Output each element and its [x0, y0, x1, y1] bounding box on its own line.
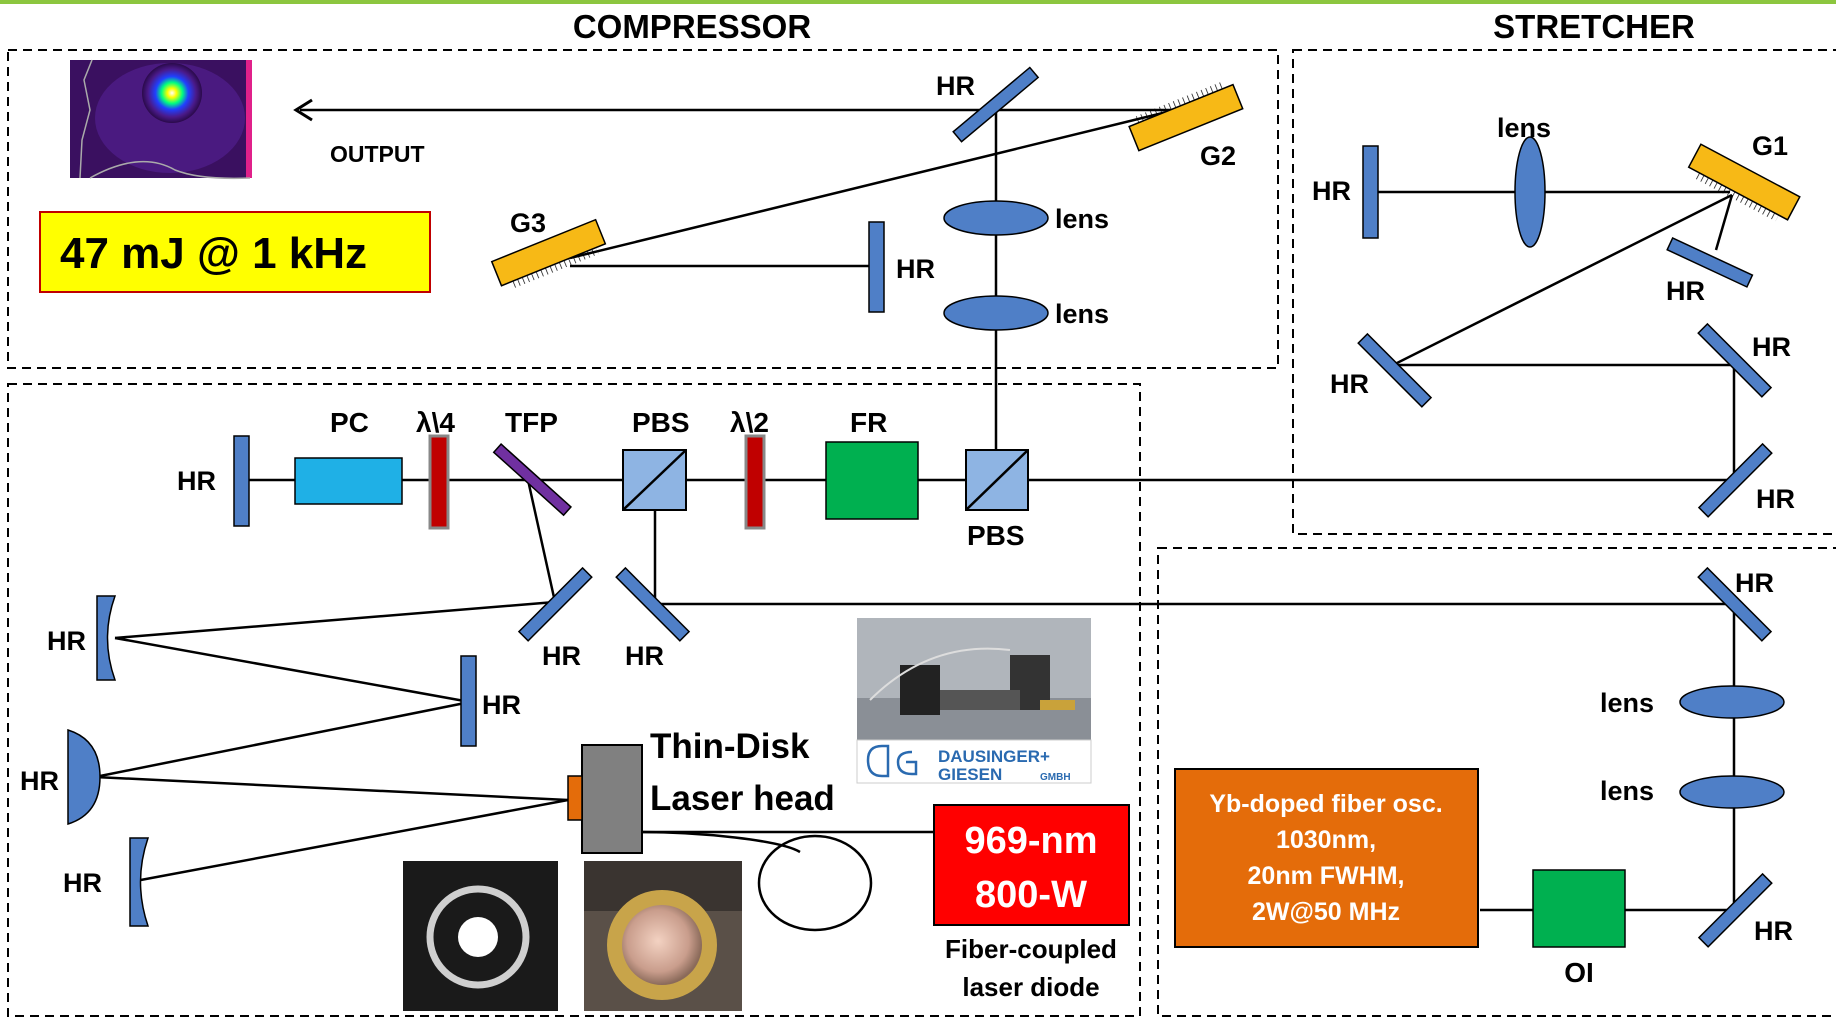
disk-pump-spot-photo — [403, 861, 558, 1011]
hr-label-compressor-mid: HR — [896, 254, 935, 284]
lens-osc-1 — [1680, 686, 1784, 718]
hr-label-fold-right: HR — [625, 641, 664, 671]
hr-curved-mirror-3 — [130, 838, 148, 926]
faraday-rotator — [826, 442, 918, 519]
energy-label: 47 mJ @ 1 kHz — [60, 229, 367, 278]
hr-label-osc-top: HR — [1735, 568, 1774, 598]
output-label: OUTPUT — [330, 141, 425, 167]
g3-label: G3 — [510, 208, 546, 238]
tfp-label: TFP — [505, 407, 558, 438]
diode-caption-2: laser diode — [962, 972, 1099, 1002]
hr-mirror-stretcher-left — [1363, 146, 1378, 238]
hr-label-curved-1: HR — [47, 626, 86, 656]
hr-mirror-fold-mid — [461, 656, 476, 746]
thin-disk-crystal — [568, 776, 582, 820]
hr-label-fold-mid: HR — [482, 690, 521, 720]
thin-disk-label-2: Laser head — [650, 779, 835, 818]
beam-profile-image — [70, 60, 252, 178]
pc-label: PC — [330, 407, 369, 438]
disk-mount-photo — [584, 861, 742, 1011]
hr-mirror-compressor-mid — [869, 222, 884, 312]
logo-line-2: GIESEN — [938, 765, 1002, 784]
fiber-coil — [759, 836, 871, 930]
g1-label: G1 — [1752, 131, 1788, 161]
pbs-cube-2 — [966, 450, 1028, 510]
hr-label-curved-3: HR — [63, 868, 102, 898]
hr-label-curved-2: HR — [20, 766, 59, 796]
hr-label-stretcher-right-bottom: HR — [1756, 484, 1795, 514]
hr-label-stretcher-right-top: HR — [1752, 332, 1791, 362]
pbs-label-2: PBS — [967, 520, 1025, 551]
hr-label-fold-left: HR — [542, 641, 581, 671]
lens-label-stretcher: lens — [1497, 113, 1551, 143]
diode-line-1: 969-nm — [964, 820, 1097, 862]
diode-caption-1: Fiber-coupled — [945, 934, 1117, 964]
oscillator-line-2: 1030nm, — [1276, 826, 1376, 854]
lens-label-compressor-1: lens — [1055, 204, 1109, 234]
lens-compressor-2 — [944, 296, 1048, 330]
quarter-waveplate — [430, 436, 448, 528]
optical-isolator — [1533, 870, 1625, 947]
hr-label-stretcher-lower-left: HR — [1330, 369, 1369, 399]
thin-disk-label-1: Thin-Disk — [650, 727, 810, 766]
thin-disk-laser-head — [582, 745, 642, 853]
hr-label-compressor-top: HR — [936, 71, 975, 101]
lens-compressor-1 — [944, 201, 1048, 235]
lens-label-osc-1: lens — [1600, 688, 1654, 718]
stretcher-title: STRETCHER — [1493, 8, 1695, 45]
diode-line-2: 800-W — [975, 874, 1087, 916]
lens-osc-2 — [1680, 776, 1784, 808]
oscillator-line-3: 20nm FWHM, — [1248, 862, 1405, 890]
lens-stretcher — [1515, 137, 1545, 247]
hr-mirror-amplifier-end — [234, 436, 249, 526]
oi-label: OI — [1564, 957, 1594, 988]
hr-label-osc-bottom: HR — [1754, 916, 1793, 946]
pbs-label-1: PBS — [632, 407, 690, 438]
oscillator-line-1: Yb-doped fiber osc. — [1209, 790, 1442, 818]
half-waveplate-label: λ\2 — [730, 407, 769, 438]
quarter-waveplate-label: λ\4 — [416, 407, 455, 438]
hr-label-stretcher-left: HR — [1312, 176, 1351, 206]
grating-g2 — [1127, 78, 1243, 151]
fr-label: FR — [850, 407, 887, 438]
logo-line-1: DAUSINGER+ — [938, 747, 1050, 766]
hr-curved-mirror-1 — [97, 596, 115, 680]
hr-mirror-stretcher-lower-left — [1358, 334, 1431, 407]
lens-label-compressor-2: lens — [1055, 299, 1109, 329]
g2-label: G2 — [1200, 141, 1236, 171]
compressor-title: COMPRESSOR — [573, 8, 812, 45]
hr-label-amplifier-end: HR — [177, 466, 216, 496]
oscillator-line-4: 2W@50 MHz — [1252, 898, 1400, 926]
hr-curved-mirror-2 — [68, 730, 100, 824]
lens-label-osc-2: lens — [1600, 776, 1654, 806]
logo-suffix: GMBH — [1040, 772, 1071, 783]
pockels-cell — [295, 458, 402, 504]
half-waveplate — [746, 436, 764, 528]
hr-label-stretcher-g1: HR — [1666, 276, 1705, 306]
pbs-cube-1 — [623, 450, 686, 510]
